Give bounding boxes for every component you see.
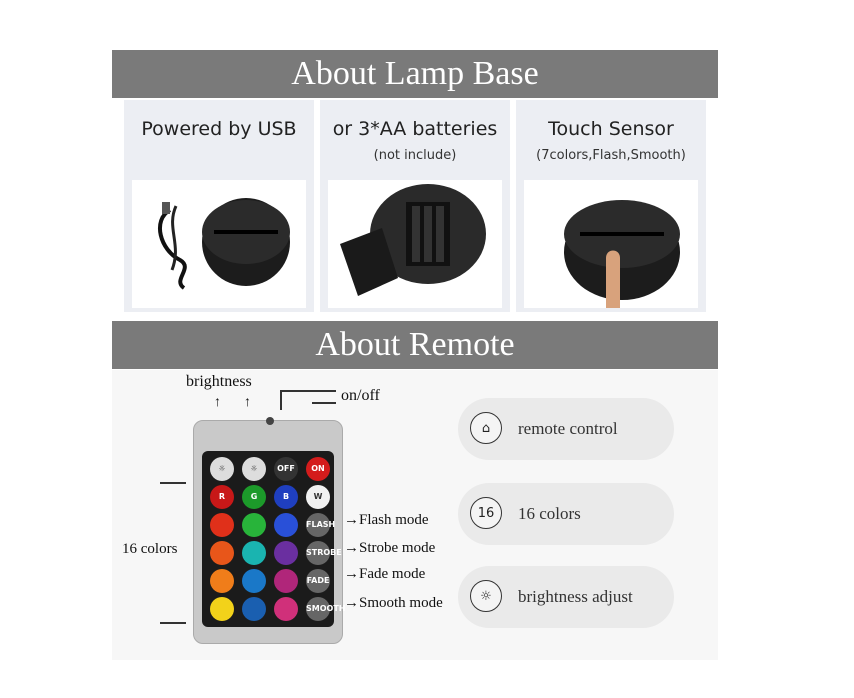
smooth-button[interactable]: SMOOTH bbox=[306, 597, 345, 621]
panel-title: Touch Sensor bbox=[548, 118, 674, 140]
sixteen-icon: 16 bbox=[470, 497, 502, 529]
brightness-up-icon[interactable]: ☼ bbox=[242, 457, 266, 481]
bracket-line bbox=[160, 622, 186, 624]
smooth-mode-label: →Smooth mode bbox=[344, 595, 443, 611]
onoff-label: on/off bbox=[341, 387, 380, 404]
feature-label: brightness adjust bbox=[518, 587, 633, 606]
green-button[interactable]: G bbox=[242, 485, 266, 509]
color-button[interactable] bbox=[210, 569, 234, 593]
white-button[interactable]: W bbox=[306, 485, 330, 509]
color-button[interactable] bbox=[210, 597, 234, 621]
feature-label: remote control bbox=[518, 419, 618, 438]
off-button[interactable]: OFF bbox=[274, 457, 298, 481]
feature-remote-control: ⌂ remote control bbox=[458, 398, 674, 460]
panel-batteries: or 3*AA batteries (not include) bbox=[320, 100, 510, 312]
connector-line bbox=[280, 390, 282, 410]
color-button[interactable] bbox=[274, 597, 298, 621]
color-button[interactable] bbox=[210, 541, 234, 565]
bracket-line bbox=[160, 482, 186, 484]
color-button[interactable] bbox=[242, 569, 266, 593]
color-button[interactable] bbox=[242, 597, 266, 621]
brightness-down-icon[interactable]: ☼ bbox=[210, 457, 234, 481]
remote-icon: ⌂ bbox=[470, 412, 502, 444]
arrow-up-icon: ↑ bbox=[244, 395, 251, 410]
flash-button[interactable]: FLASH bbox=[306, 513, 335, 537]
color-button[interactable] bbox=[274, 513, 298, 537]
fade-button[interactable]: FADE bbox=[306, 569, 330, 593]
strobe-button[interactable]: STROBE bbox=[306, 541, 342, 565]
bulb-icon: ☼ bbox=[470, 580, 502, 612]
connector-line bbox=[312, 402, 336, 404]
brightness-label: brightness bbox=[186, 373, 252, 390]
color-button[interactable] bbox=[242, 541, 266, 565]
remote-control-image: ☼ ☼ OFF ON R G B W FLASH STROBE FADE SMO… bbox=[193, 417, 345, 644]
touch-base-image bbox=[524, 180, 698, 308]
panel-subtitle: (not include) bbox=[373, 148, 457, 163]
colors-label: 16 colors bbox=[122, 541, 178, 557]
panel-title: Powered by USB bbox=[141, 118, 297, 140]
connector-line bbox=[280, 390, 336, 392]
panel-subtitle: (7colors,Flash,Smooth) bbox=[536, 148, 686, 163]
usb-base-image bbox=[132, 180, 306, 308]
feature-brightness-adjust: ☼ brightness adjust bbox=[458, 566, 674, 628]
feature-label: 16 colors bbox=[518, 504, 581, 523]
panel-usb: Powered by USB bbox=[124, 100, 314, 312]
arrow-up-icon: ↑ bbox=[214, 395, 221, 410]
color-button[interactable] bbox=[242, 513, 266, 537]
on-button[interactable]: ON bbox=[306, 457, 330, 481]
section-banner-lamp-base: About Lamp Base bbox=[112, 50, 718, 98]
ir-emitter bbox=[266, 417, 274, 425]
strobe-mode-label: →Strobe mode bbox=[344, 540, 436, 556]
color-button[interactable] bbox=[274, 541, 298, 565]
color-button[interactable] bbox=[274, 569, 298, 593]
color-button[interactable] bbox=[210, 513, 234, 537]
panel-touch-sensor: Touch Sensor (7colors,Flash,Smooth) bbox=[516, 100, 706, 312]
panel-title: or 3*AA batteries bbox=[332, 118, 498, 140]
section-banner-remote: About Remote bbox=[112, 321, 718, 369]
blue-button[interactable]: B bbox=[274, 485, 298, 509]
battery-base-image bbox=[328, 180, 502, 308]
flash-mode-label: →Flash mode bbox=[344, 512, 429, 528]
red-button[interactable]: R bbox=[210, 485, 234, 509]
fade-mode-label: →Fade mode bbox=[344, 566, 426, 582]
feature-16-colors: 16 16 colors bbox=[458, 483, 674, 545]
remote-face: ☼ ☼ OFF ON R G B W FLASH STROBE FADE SMO… bbox=[202, 451, 345, 627]
